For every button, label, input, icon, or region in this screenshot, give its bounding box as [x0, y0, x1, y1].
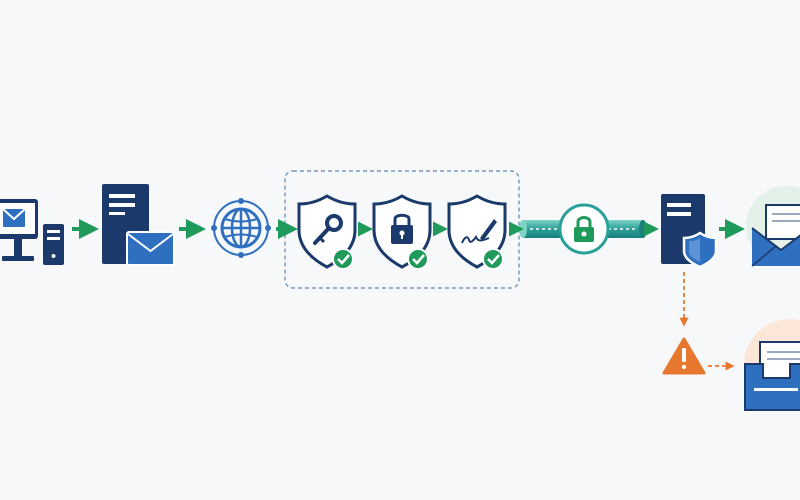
computer-with-email-icon — [0, 199, 64, 265]
server-with-shield-icon — [661, 194, 718, 269]
warning-triangle-icon — [662, 337, 706, 375]
server-with-email-icon — [102, 184, 175, 266]
shield-key-check-icon — [297, 194, 357, 270]
globe-icon — [211, 198, 271, 258]
open-envelope-icon — [746, 186, 800, 267]
encrypted-tunnel-lock-icon — [519, 203, 647, 255]
shield-signature-check-icon — [447, 194, 507, 270]
shield-lock-check-icon — [372, 194, 432, 270]
inbox-tray-icon — [744, 319, 800, 411]
flow-arrows — [72, 219, 745, 371]
